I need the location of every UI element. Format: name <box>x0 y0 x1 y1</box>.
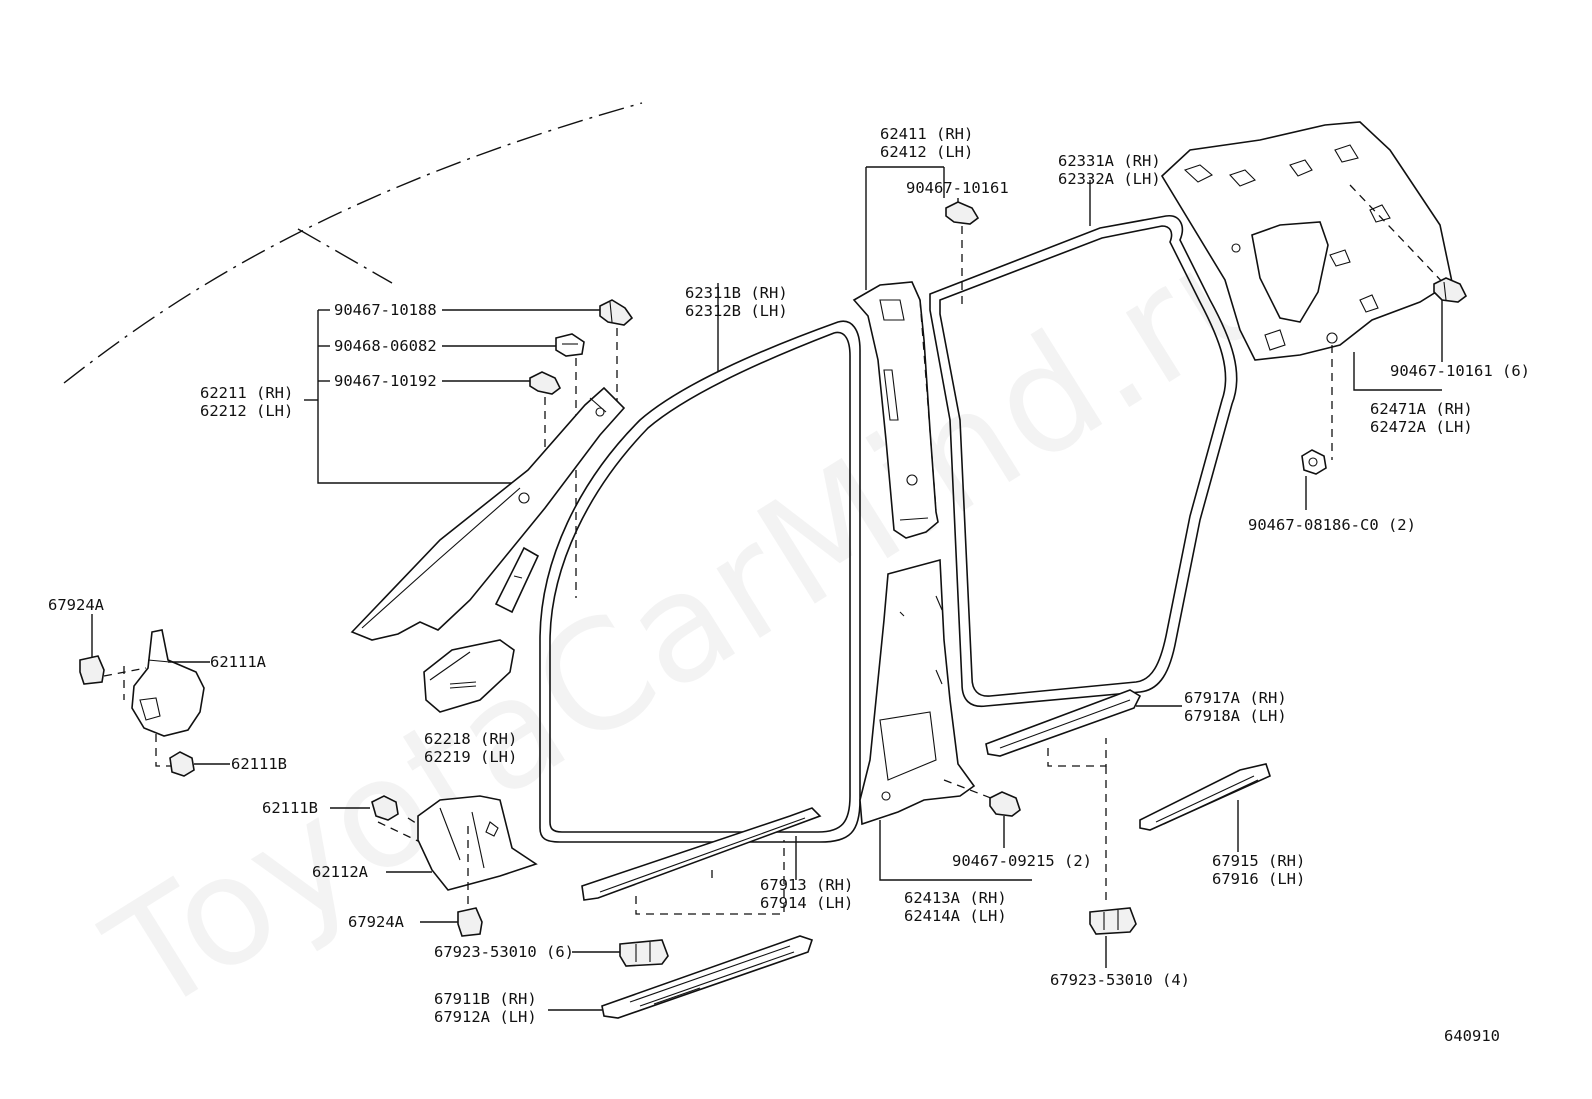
label-67914-lh[interactable]: 67914 (LH) <box>760 894 853 912</box>
retainer-67924a-bottom[interactable] <box>457 907 483 937</box>
cowl-side-trim-group <box>79 614 230 777</box>
front-scuff-inner[interactable] <box>581 807 822 901</box>
label-62472a-lh[interactable]: 62472A (LH) <box>1370 418 1473 436</box>
label-62412-lh[interactable]: 62412 (LH) <box>880 143 973 161</box>
rear-scuff-inner[interactable] <box>985 689 1142 757</box>
front-scuff-plate[interactable] <box>601 935 814 1019</box>
label-67915-rh[interactable]: 67915 (RH) <box>1212 852 1305 870</box>
clip-62111b-left[interactable] <box>371 795 399 821</box>
label-62211-rh[interactable]: 62211 (RH) <box>200 384 293 402</box>
roof-side-inner-garnish[interactable] <box>1160 121 1453 361</box>
clip-90467-10161-upper[interactable] <box>945 201 980 225</box>
label-62111b-right[interactable]: 62111B <box>231 755 287 773</box>
retainer-67923-53010-rear[interactable] <box>1089 907 1137 935</box>
label-62112a[interactable]: 62112A <box>312 863 369 881</box>
label-67912a-lh[interactable]: 67912A (LH) <box>434 1008 537 1026</box>
center-pillar-upper-garnish[interactable] <box>852 281 939 539</box>
label-67923-53010-4[interactable]: 67923-53010 (4) <box>1050 971 1190 989</box>
center-pillar-upper-garnish-group <box>852 166 980 539</box>
front-pillar-garnish[interactable] <box>350 386 626 641</box>
rear-door-scuff-plate-group <box>985 689 1271 968</box>
label-62219-lh[interactable]: 62219 (LH) <box>424 748 517 766</box>
label-90468-06082[interactable]: 90468-06082 <box>334 337 437 355</box>
label-62331a-rh[interactable]: 62331A (RH) <box>1058 152 1161 170</box>
label-67924a-bottom[interactable]: 67924A <box>348 913 405 931</box>
label-62111b-left[interactable]: 62111B <box>262 799 318 817</box>
clip-90467-10188[interactable] <box>599 299 634 326</box>
label-90467-10161-6[interactable]: 90467-10161 (6) <box>1390 362 1530 380</box>
retainer-67924a-top[interactable] <box>79 655 105 685</box>
cowl-side-trim-upper[interactable] <box>131 629 205 737</box>
label-67923-53010-6[interactable]: 67923-53010 (6) <box>434 943 574 961</box>
cowl-side-trim-lower-group <box>330 795 538 937</box>
label-62212-lh[interactable]: 62212 (LH) <box>200 402 293 420</box>
a-pillar-garnish-group <box>304 299 634 641</box>
label-90467-10161[interactable]: 90467-10161 <box>906 179 1009 197</box>
inner-garnish-62218[interactable] <box>423 639 515 713</box>
label-67918a-lh[interactable]: 67918A (LH) <box>1184 707 1287 725</box>
front-door-scuff-plate-group <box>548 807 822 1019</box>
retainer-67923-53010-front[interactable] <box>619 939 669 967</box>
part-number-labels: 62211 (RH) 62212 (LH) 90467-10188 90468-… <box>48 125 1530 1045</box>
label-67916-lh[interactable]: 67916 (LH) <box>1212 870 1305 888</box>
label-62218-rh[interactable]: 62218 (RH) <box>424 730 517 748</box>
label-90467-10188[interactable]: 90467-10188 <box>334 301 437 319</box>
center-pillar-lower-garnish-group <box>859 558 1032 881</box>
label-62414a-lh[interactable]: 62414A (LH) <box>904 907 1007 925</box>
label-62312b-lh[interactable]: 62312B (LH) <box>685 302 788 320</box>
rear-door-weatherstrip[interactable] <box>929 180 1238 708</box>
label-67913-rh[interactable]: 67913 (RH) <box>760 876 853 894</box>
label-62413a-rh[interactable]: 62413A (RH) <box>904 889 1007 907</box>
label-62471a-rh[interactable]: 62471A (RH) <box>1370 400 1473 418</box>
front-door-weatherstrip[interactable] <box>539 283 861 843</box>
clip-90467-09215[interactable] <box>989 791 1021 817</box>
clip-90467-10192[interactable] <box>529 371 562 395</box>
label-67911b-rh[interactable]: 67911B (RH) <box>434 990 537 1008</box>
clip-90468-06082[interactable] <box>555 333 585 357</box>
cowl-side-trim-lower[interactable] <box>417 795 538 891</box>
label-62411-rh[interactable]: 62411 (RH) <box>880 125 973 143</box>
clip-62111b-right[interactable] <box>169 751 195 777</box>
label-62111a[interactable]: 62111A <box>210 653 267 671</box>
drawing-number: 640910 <box>1444 1027 1500 1045</box>
label-62332a-lh[interactable]: 62332A (LH) <box>1058 170 1161 188</box>
label-90467-10192[interactable]: 90467-10192 <box>334 372 437 390</box>
label-90467-09215[interactable]: 90467-09215 (2) <box>952 852 1092 870</box>
clip-90467-10161-rear[interactable] <box>1433 277 1468 303</box>
clip-90467-08186-c0[interactable] <box>1301 449 1327 475</box>
label-67917a-rh[interactable]: 67917A (RH) <box>1184 689 1287 707</box>
label-62311b-rh[interactable]: 62311B (RH) <box>685 284 788 302</box>
body-outline <box>63 102 643 384</box>
label-67924a-top[interactable]: 67924A <box>48 596 105 614</box>
rear-scuff-plate[interactable] <box>1139 763 1271 831</box>
label-90467-08186-c0[interactable]: 90467-08186-C0 (2) <box>1248 516 1416 534</box>
center-pillar-lower-garnish[interactable] <box>859 558 976 826</box>
roof-side-inner-garnish-group <box>1160 121 1468 510</box>
